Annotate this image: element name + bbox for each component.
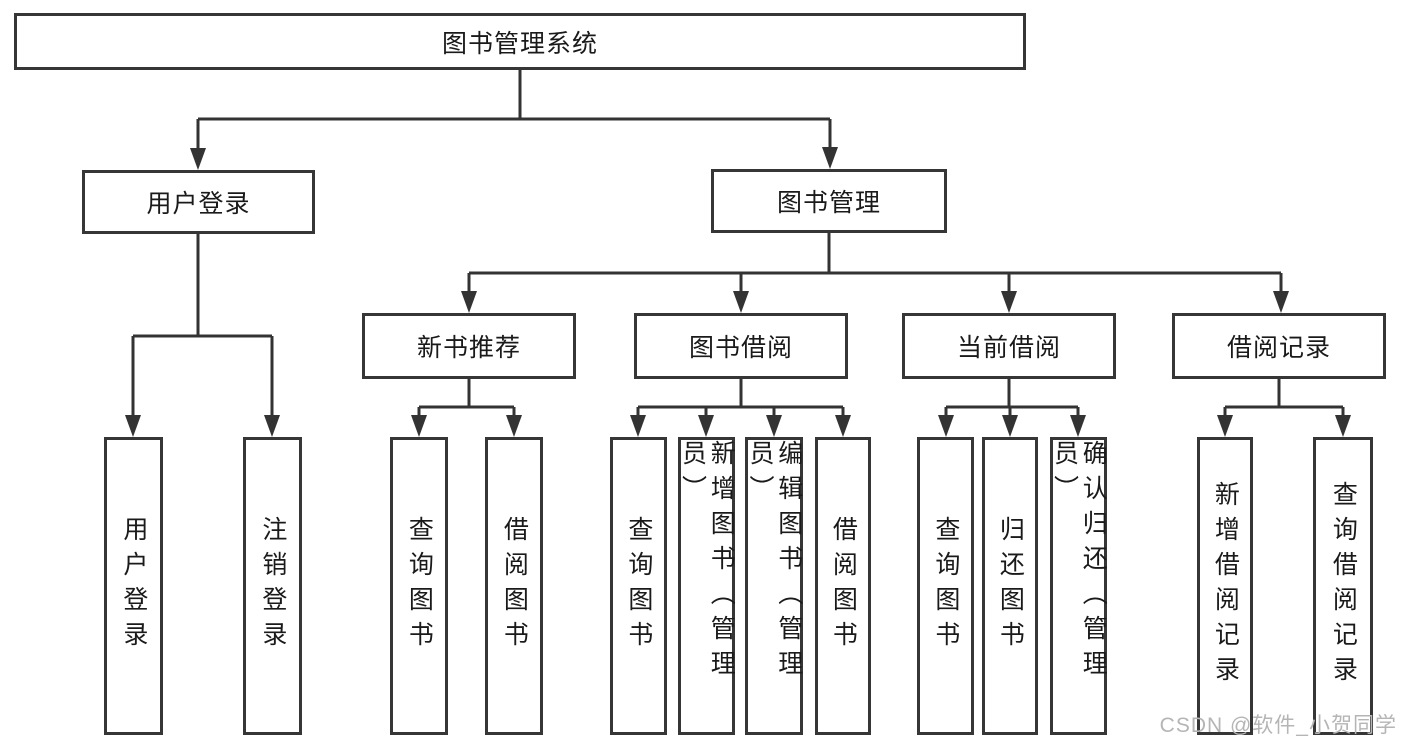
node-book-manage: 图书管理 [711, 169, 947, 233]
node-new-book-recommend: 新书推荐 [362, 313, 576, 379]
node-leaf-borrow-book-2: 借阅图书 [815, 437, 871, 735]
node-book-borrow-label: 图书借阅 [688, 334, 793, 362]
node-current-borrow-label: 当前借阅 [956, 334, 1061, 362]
node-leaf-logout: 注销登录 [243, 437, 302, 735]
node-leaf-query-borrow-record: 查询借阅记录 [1313, 437, 1373, 735]
csdn-watermark: CSDN @软件_小贺同学 [1159, 714, 1397, 737]
node-current-borrow: 当前借阅 [902, 313, 1116, 379]
node-new-book-recommend-label: 新书推荐 [416, 334, 521, 362]
node-leaf-add-borrow-record: 新增借阅记录 [1197, 437, 1253, 735]
node-leaf-return-book: 归还图书 [982, 437, 1038, 735]
node-leaf-query-book-1: 查询图书 [390, 437, 448, 735]
node-book-borrow: 图书借阅 [634, 313, 848, 379]
arrowheads [125, 147, 1351, 437]
node-user-login: 用户登录 [82, 170, 315, 234]
node-leaf-query-book-3: 查询图书 [917, 437, 974, 735]
node-leaf-add-book-admin: 新增图书（管理员） [678, 437, 735, 735]
node-borrow-record-label: 借阅记录 [1226, 334, 1331, 362]
node-root-label: 图书管理系统 [441, 29, 598, 58]
node-leaf-user-login: 用户登录 [104, 437, 163, 735]
node-leaf-edit-book-admin: 编辑图书（管理员） [745, 437, 803, 735]
node-user-login-label: 用户登录 [146, 190, 251, 218]
node-root: 图书管理系统 [14, 13, 1026, 70]
node-book-manage-label: 图书管理 [776, 189, 881, 217]
node-leaf-borrow-book-1: 借阅图书 [485, 437, 543, 735]
node-borrow-record: 借阅记录 [1172, 313, 1386, 379]
node-leaf-query-book-2: 查询图书 [610, 437, 667, 735]
node-leaf-confirm-return-admin: 确认归还（管理员） [1050, 437, 1107, 735]
